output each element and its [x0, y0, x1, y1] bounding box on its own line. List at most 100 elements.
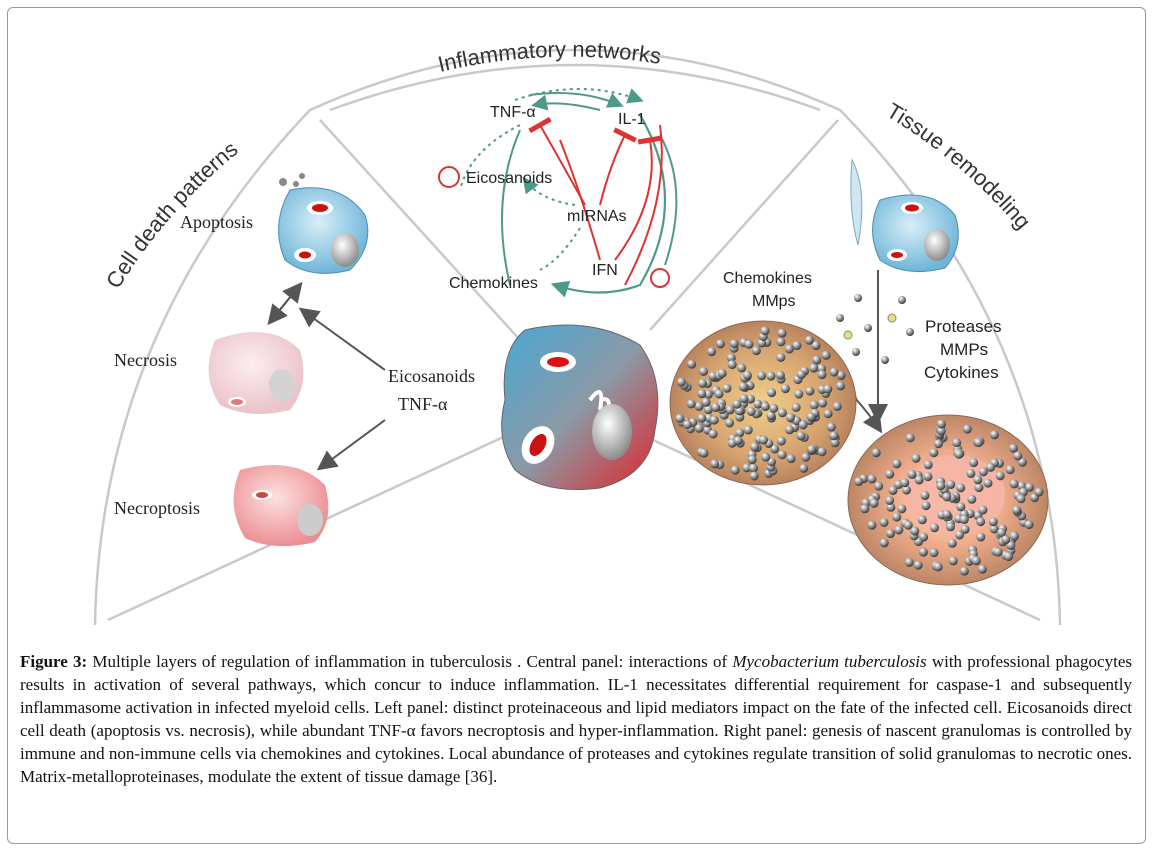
- figure-illustration: Cell death patterns Inflammatory network…: [93, 37, 1062, 626]
- granuloma-cell: [1017, 457, 1027, 467]
- figure-caption: Figure 3: Multiple layers of regulation …: [20, 650, 1132, 788]
- granuloma-cell: [761, 452, 771, 462]
- granuloma-cell: [686, 399, 696, 409]
- granuloma-cell: [836, 381, 846, 391]
- granuloma-cell: [745, 394, 755, 404]
- granuloma-cell: [698, 366, 708, 376]
- label-necroptosis: Necroptosis: [114, 498, 200, 518]
- granuloma-cell: [973, 475, 983, 485]
- granuloma-cell: [709, 415, 719, 425]
- net-label-eicosanoids: Eicosanoids: [466, 170, 552, 187]
- granuloma-cell: [1004, 552, 1014, 562]
- granuloma-cell: [697, 413, 707, 423]
- granuloma-cell: [769, 403, 779, 413]
- caption-label: Figure 3:: [20, 652, 88, 671]
- granuloma-cell: [750, 442, 760, 452]
- granuloma-cell: [826, 422, 836, 432]
- label-necrosis: Necrosis: [114, 350, 177, 370]
- granuloma-cell: [1012, 505, 1022, 515]
- granuloma-cell: [907, 469, 917, 479]
- granuloma-cell: [892, 512, 902, 522]
- granuloma-cell: [918, 547, 928, 557]
- granuloma-cell: [962, 424, 972, 434]
- granuloma-cell: [995, 471, 1005, 481]
- granuloma-cell: [1006, 541, 1016, 551]
- granuloma-cell: [905, 433, 915, 443]
- net-label-chemokines: Chemokines: [449, 275, 538, 292]
- granuloma-cell: [894, 525, 904, 535]
- granuloma-cell: [786, 454, 796, 464]
- granuloma-cell: [821, 350, 831, 360]
- granuloma-cell: [885, 469, 895, 479]
- granuloma-cell: [817, 447, 827, 457]
- granuloma-cell: [733, 436, 743, 446]
- granuloma-cell: [729, 339, 739, 349]
- granuloma-cell: [867, 474, 877, 484]
- label-proteases: Proteases: [925, 317, 1002, 336]
- granuloma-cell: [917, 515, 927, 525]
- granuloma-cell: [748, 463, 758, 473]
- granuloma-cell: [900, 478, 910, 488]
- granuloma-cell: [770, 444, 780, 454]
- granuloma-cell: [780, 384, 790, 394]
- granuloma-cell: [811, 341, 821, 351]
- granuloma-cell: [737, 363, 747, 373]
- granuloma-cell: [923, 472, 933, 482]
- granuloma-cell: [742, 370, 752, 380]
- granuloma-cell: [682, 420, 692, 430]
- granuloma-cell: [703, 389, 713, 399]
- granuloma-cell: [956, 502, 966, 512]
- granuloma-cell: [936, 426, 946, 436]
- granuloma-cell: [929, 523, 939, 533]
- granuloma-cell: [805, 386, 815, 396]
- epithelial-cell: [850, 158, 863, 246]
- granuloma-cell: [739, 394, 749, 404]
- granuloma-cell: [929, 448, 939, 458]
- granuloma-cell: [976, 532, 986, 542]
- granuloma-cell: [903, 520, 913, 530]
- granuloma-cell: [874, 481, 884, 491]
- granuloma-cell: [675, 413, 685, 423]
- granuloma-cell: [799, 463, 809, 473]
- granuloma-cell: [757, 371, 767, 381]
- net-label-tnf: TNF-α: [490, 104, 536, 121]
- granuloma-cell: [986, 462, 996, 472]
- inflammatory-network: [438, 88, 678, 298]
- necrotic-cell: [208, 332, 304, 414]
- granuloma-cell: [978, 505, 988, 515]
- sector-title-center: Inflammatory networks: [435, 37, 662, 77]
- granuloma-cell: [694, 423, 704, 433]
- granuloma-cell: [971, 556, 981, 566]
- granuloma-cell: [711, 402, 721, 412]
- granuloma-cell: [742, 463, 752, 473]
- left-panel-arrows: [267, 281, 386, 471]
- granuloma-cell: [796, 431, 806, 441]
- caption-text-2: with professional phagocytes results in …: [20, 652, 1132, 786]
- granuloma-cell: [694, 401, 704, 411]
- granuloma-cell: [996, 528, 1006, 538]
- granuloma-cell: [743, 425, 753, 435]
- granuloma-cell: [892, 459, 902, 469]
- granuloma-cell: [879, 538, 889, 548]
- granuloma-cell: [947, 538, 957, 548]
- granuloma-cell: [807, 445, 817, 455]
- granuloma-cell: [978, 467, 988, 477]
- granuloma-cell: [923, 460, 933, 470]
- granuloma-cell: [988, 517, 998, 527]
- granuloma-cell: [983, 478, 993, 488]
- granuloma-cell: [910, 526, 920, 536]
- granuloma-cell: [960, 524, 970, 534]
- granuloma-cell: [830, 438, 840, 448]
- granuloma-cell: [753, 399, 763, 409]
- label-mediator-eicosanoids: Eicosanoids: [388, 366, 475, 386]
- granuloma-cell: [897, 504, 907, 514]
- label-cytokines: Cytokines: [924, 363, 999, 382]
- granuloma-cell: [730, 465, 740, 475]
- granuloma-cell: [738, 382, 748, 392]
- granuloma-cell: [886, 502, 896, 512]
- net-label-ifn: IFN: [592, 262, 618, 279]
- granuloma-cell: [942, 509, 952, 519]
- granuloma-cell: [776, 436, 786, 446]
- granuloma-cell: [942, 492, 952, 502]
- granuloma-cell: [785, 425, 795, 435]
